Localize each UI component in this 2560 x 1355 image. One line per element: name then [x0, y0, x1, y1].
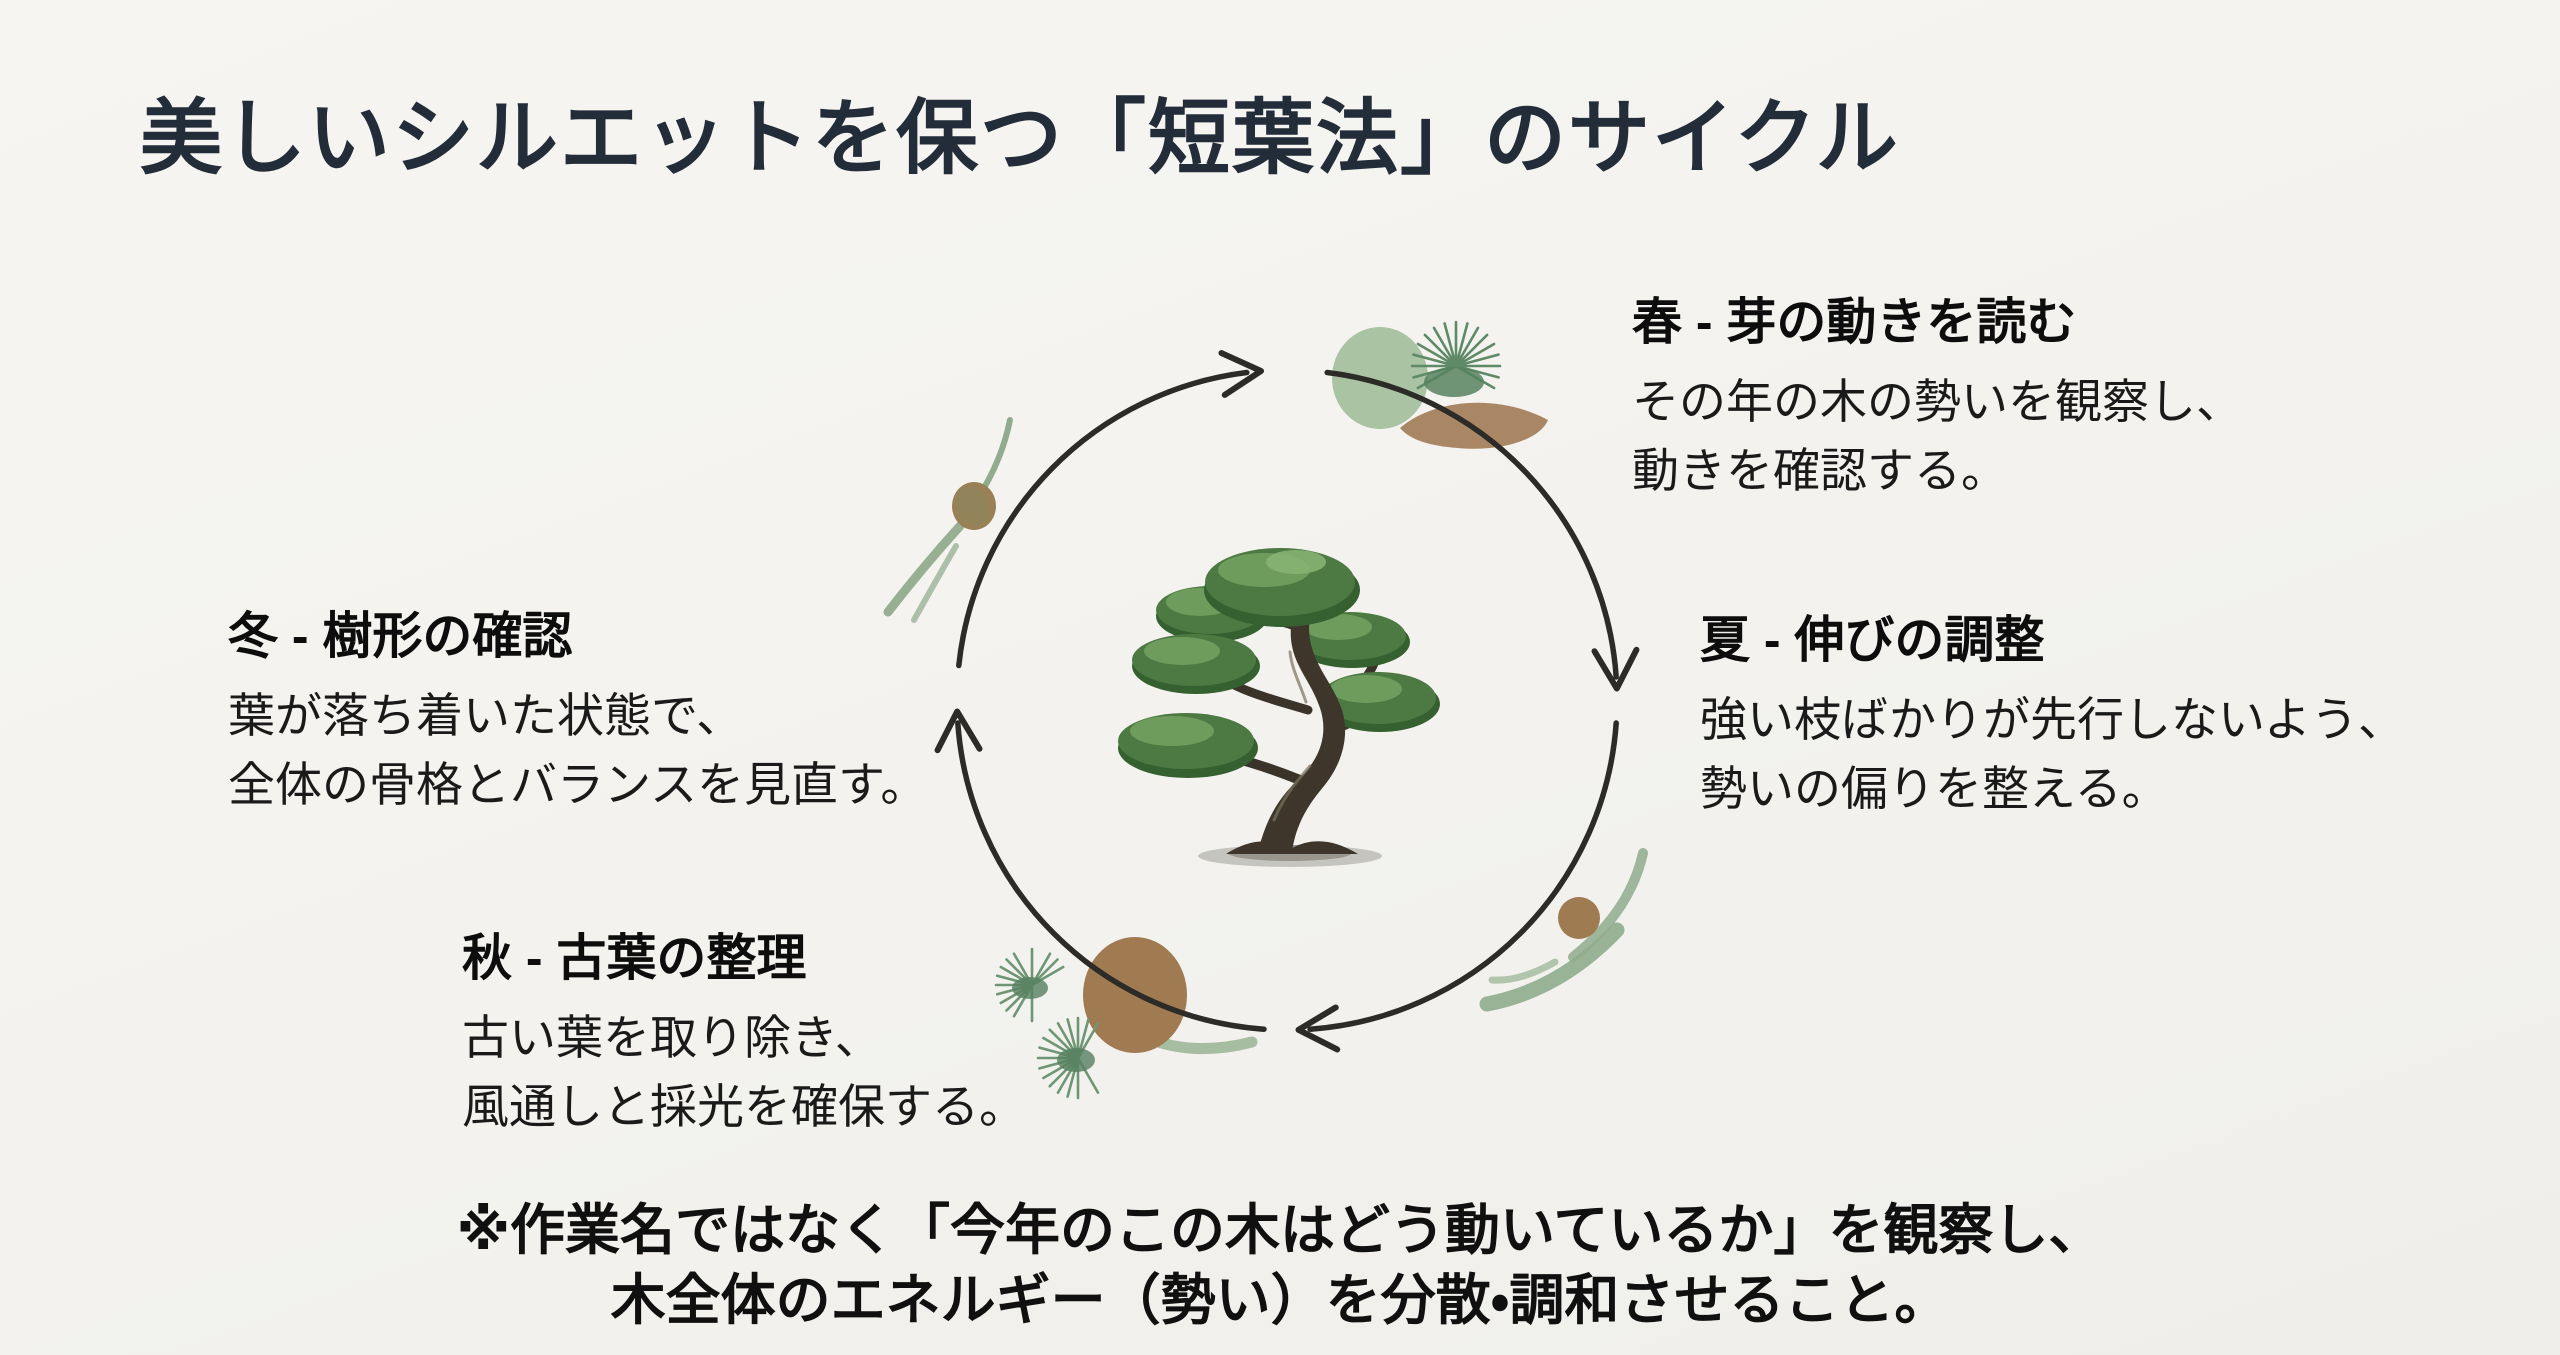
foliage-pads [1118, 586, 1440, 778]
season-text-line: 全体の骨格とバランスを見直す。 [228, 757, 928, 811]
cycle-arc-summer-to-autumn [1307, 720, 1619, 1032]
cycle-arrowheads [934, 350, 1640, 1053]
seasonal-cycle-diagram [883, 320, 1648, 1100]
arrow-bottom-icon [1295, 1004, 1341, 1053]
spring-decoration-icon [1332, 320, 1548, 449]
season-block-summer: 夏 - 伸びの調整 強い枝ばかりが先行しないよう、 勢いの偏りを整える。 [1700, 610, 2405, 823]
winter-decoration-icon [883, 417, 1013, 623]
season-text-line: 風通しと採光を確保する。 [462, 1079, 1026, 1133]
season-text-line: 古い葉を取り除き、 [462, 1011, 882, 1064]
cycle-arcs [955, 369, 1619, 1032]
season-text-line: その年の木の勢いを観察し、 [1632, 375, 2243, 428]
summer-decoration-icon [1479, 848, 1648, 1012]
arrow-right-icon [1591, 646, 1640, 692]
page-title: 美しいシルエットを保つ「短葉法」のサイクル [140, 93, 1900, 184]
footnote-line: 木全体のエネルギー（勢い）を分散・調和させること。 [610, 1268, 1950, 1331]
trunk [1258, 592, 1346, 852]
season-block-spring: 春 - 芽の動きを読む その年の木の勢いを観察し、 動きを確認する。 [1632, 292, 2243, 505]
season-heading-autumn: 秋 - 古葉の整理 [462, 930, 807, 986]
cycle-arc-winter-to-spring [956, 369, 1250, 669]
autumn-decoration-icon [994, 937, 1258, 1100]
footnote-line: ※作業名ではなく「今年のこの木はどう動いているか」を観察し、 [456, 1199, 2104, 1261]
season-text-line: 動きを確認する。 [1632, 443, 2008, 497]
season-heading-spring: 春 - 芽の動きを読む [1632, 294, 2077, 350]
season-text-line: 強い枝ばかりが先行しないよう、 [1700, 693, 2405, 746]
season-block-autumn: 秋 - 古葉の整理 古い葉を取り除き、 風通しと採光を確保する。 [462, 928, 1026, 1141]
arrow-top-icon [1218, 350, 1264, 398]
season-heading-summer: 夏 - 伸びの調整 [1700, 612, 2045, 668]
arrow-left-icon [934, 708, 983, 754]
cycle-arc-spring-to-summer [1324, 369, 1619, 680]
bonsai-tree-icon [1118, 548, 1440, 867]
cycle-arc-autumn-to-winter [955, 720, 1267, 1032]
season-text-line: 葉が落ち着いた状態で、 [228, 689, 744, 742]
season-text-line: 勢いの偏りを整える。 [1700, 761, 2169, 815]
season-block-winter: 冬 - 樹形の確認 葉が落ち着いた状態で、 全体の骨格とバランスを見直す。 [228, 606, 927, 819]
season-heading-winter: 冬 - 樹形の確認 [228, 608, 573, 664]
footnote: ※作業名ではなく「今年のこの木はどう動いているか」を観察し、 木全体のエネルギー… [0, 1196, 2560, 1336]
